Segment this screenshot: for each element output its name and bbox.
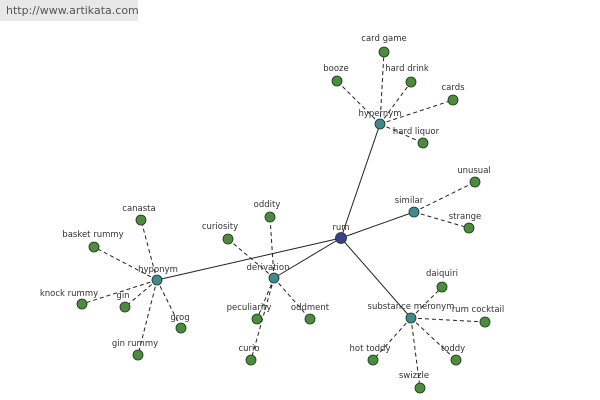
hub-label-hyponym[interactable]: hyponym [138, 265, 178, 275]
leaf-node-knock-rummy[interactable] [76, 298, 88, 310]
leaf-label-basket-rummy[interactable]: basket rummy [62, 230, 123, 240]
leaf-node-cards[interactable] [447, 94, 459, 106]
leaf-node-gin[interactable] [119, 301, 131, 313]
leaf-node-peculiarity[interactable] [251, 313, 263, 325]
leaf-node-booze[interactable] [331, 75, 343, 87]
leaf-node-hard-drink[interactable] [405, 76, 417, 88]
leaf-node-basket-rummy[interactable] [88, 241, 100, 253]
edge-hyponym-knock-rummy [81, 279, 158, 305]
leaf-label-canasta[interactable]: canasta [122, 204, 155, 214]
leaf-label-daiquiri[interactable]: daiquiri [426, 269, 458, 279]
edge-hyponym-canasta [140, 219, 158, 281]
leaf-node-swizzle[interactable] [414, 382, 426, 394]
leaf-node-gin-rummy[interactable] [132, 349, 144, 361]
edge-substance-meronym-hot-toddy [372, 317, 412, 361]
edge-hypernym-booze [336, 80, 381, 125]
source-url-banner[interactable]: http://www.artikata.com [0, 0, 139, 21]
leaf-node-oddity[interactable] [264, 211, 276, 223]
hub-node-substance-meronym[interactable] [405, 312, 417, 324]
edge-rum-hyponym [156, 237, 342, 281]
leaf-node-daiquiri[interactable] [436, 281, 448, 293]
leaf-node-canasta[interactable] [135, 214, 147, 226]
leaf-label-curiosity[interactable]: curiosity [202, 222, 238, 232]
edge-rum-derivation [273, 237, 342, 279]
leaf-node-curiosity[interactable] [222, 233, 234, 245]
edge-substance-meronym-rum-cocktail [410, 317, 486, 323]
leaf-label-gin[interactable]: gin [116, 291, 129, 301]
leaf-label-oddity[interactable]: oddity [254, 200, 281, 210]
leaf-label-toddy[interactable]: toddy [441, 344, 465, 354]
leaf-node-strange[interactable] [463, 222, 475, 234]
leaf-label-knock-rummy[interactable]: knock rummy [40, 289, 98, 299]
nodes-layer [76, 46, 491, 394]
leaf-label-grog[interactable]: grog [170, 313, 189, 323]
edge-rum-similar [340, 211, 415, 239]
edge-derivation-peculiarity [256, 277, 275, 320]
leaf-label-peculiarity[interactable]: peculiarity [227, 303, 272, 313]
leaf-node-grog[interactable] [175, 322, 187, 334]
edge-derivation-oddity [269, 216, 275, 279]
leaf-node-card-game[interactable] [378, 46, 390, 58]
leaf-label-curio[interactable]: curio [238, 344, 259, 354]
edge-substance-meronym-toddy [410, 317, 457, 361]
edge-similar-unusual [413, 181, 476, 213]
leaf-label-hard-drink[interactable]: hard drink [385, 64, 429, 74]
leaf-node-toddy[interactable] [450, 354, 462, 366]
labels-layer: rum hypernym similar substance meronym deriv… [40, 34, 504, 381]
leaf-label-swizzle[interactable]: swizzle [399, 371, 429, 381]
hub-node-hypernym[interactable] [374, 118, 386, 130]
edge-derivation-curio [250, 277, 275, 361]
edge-substance-meronym-daiquiri [410, 286, 443, 319]
edge-hyponym-basket-rummy [93, 246, 158, 281]
edge-rum-hypernym [340, 123, 381, 239]
edge-hypernym-card-game [379, 51, 385, 125]
leaf-label-booze[interactable]: booze [323, 64, 349, 74]
hub-node-derivation[interactable] [268, 272, 280, 284]
leaf-node-curio[interactable] [245, 354, 257, 366]
edge-hyponym-grog [156, 279, 182, 329]
leaf-label-hot-toddy[interactable]: hot toddy [350, 344, 391, 354]
edge-hypernym-cards [379, 99, 454, 125]
edge-similar-strange [413, 211, 470, 229]
edge-rum-substance-meronym [340, 237, 412, 319]
leaf-label-card-game[interactable]: card game [361, 34, 406, 44]
leaf-label-unusual[interactable]: unusual [457, 166, 491, 176]
edges-layer [81, 51, 486, 389]
hub-label-derivation[interactable]: derivation [246, 263, 289, 273]
edge-hyponym-gin-rummy [137, 279, 158, 356]
center-label-rum[interactable]: rum [332, 223, 349, 233]
center-node-rum[interactable] [335, 232, 347, 244]
hub-label-substance-meronym[interactable]: substance meronym [368, 302, 455, 312]
edge-derivation-curiosity [227, 238, 275, 279]
hub-node-similar[interactable] [408, 206, 420, 218]
edge-substance-meronym-swizzle [410, 317, 421, 389]
hub-node-hyponym[interactable] [151, 274, 163, 286]
edge-hypernym-hard-liquor [379, 123, 424, 144]
leaf-label-gin-rummy[interactable]: gin rummy [112, 339, 158, 349]
leaf-node-unusual[interactable] [469, 176, 481, 188]
edge-hypernym-hard-drink [379, 81, 412, 125]
leaf-node-hard-liquor[interactable] [417, 137, 429, 149]
leaf-node-rum-cocktail[interactable] [479, 316, 491, 328]
edge-hyponym-gin [124, 279, 158, 308]
leaf-node-oddment[interactable] [304, 313, 316, 325]
leaf-label-strange[interactable]: strange [449, 212, 481, 222]
leaf-label-hard-liquor[interactable]: hard liquor [393, 127, 440, 137]
leaf-node-hot-toddy[interactable] [367, 354, 379, 366]
leaf-label-rum-cocktail[interactable]: rum cocktail [452, 305, 505, 315]
hub-label-hypernym[interactable]: hypernym [358, 109, 401, 119]
leaf-label-cards[interactable]: cards [441, 83, 465, 93]
edge-derivation-oddment [273, 277, 311, 320]
hub-label-similar[interactable]: similar [395, 196, 424, 206]
leaf-label-oddment[interactable]: oddment [291, 303, 330, 313]
